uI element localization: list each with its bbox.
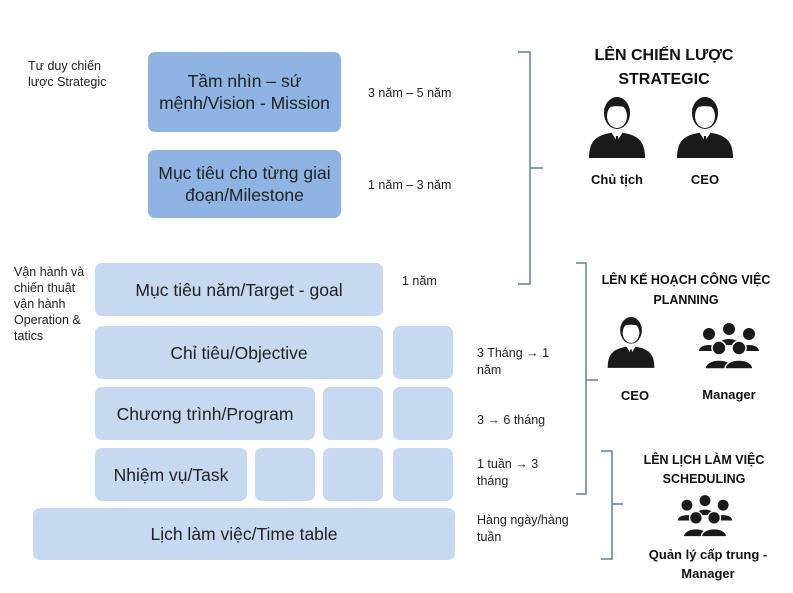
program-cell <box>393 387 453 440</box>
task-cell <box>255 448 315 501</box>
strategic-side-label: Tư duy chiến lược Strategic <box>28 59 107 89</box>
objective-duration: 3 Tháng → 1 năm <box>477 346 550 377</box>
strategic-title: LÊN CHIẾN LƯỢC STRATEGIC <box>594 47 734 88</box>
milestone-label: Mục tiêu cho từng giai đoạn/Milestone <box>158 163 331 205</box>
milestone-duration: 1 năm – 3 năm <box>368 178 452 192</box>
role-label: CEO <box>620 388 650 403</box>
task-box: Nhiệm vụ/Task <box>95 448 247 501</box>
planning-title: LÊN KẾ HOẠCH CÔNG VIỆC PLANNING <box>601 273 771 307</box>
task-cell <box>323 448 383 501</box>
planning-bracket <box>576 262 598 495</box>
role-label: CEO <box>690 172 720 187</box>
task-cell <box>393 448 453 501</box>
role-label: Manager <box>702 387 756 402</box>
task-duration: 1 tuần → 3 tháng <box>477 457 539 488</box>
timetable-label: Lịch làm việc/Time table <box>150 524 338 544</box>
target-label: Mục tiêu năm/Target - goal <box>135 279 343 300</box>
program-duration: 3 → 6 tháng <box>477 413 546 427</box>
role-label: Chủ tịch <box>591 172 643 187</box>
group-icon <box>677 495 733 538</box>
milestone-box: Mục tiêu cho từng giai đoạn/Milestone <box>148 150 341 218</box>
target-box: Mục tiêu năm/Target - goal <box>95 263 383 316</box>
operation-side-label: Vận hành và chiến thuật vận hành Operati… <box>14 265 85 343</box>
group-icon <box>699 323 759 370</box>
timetable-duration: Hàng ngày/hàng tuần <box>477 513 569 544</box>
timetable-box: Lịch làm việc/Time table <box>33 508 455 560</box>
vision-box: Tầm nhìn – sứ mệnh/Vision - Mission <box>148 52 341 132</box>
scheduling-title: LÊN LỊCH LÀM VIỆC SCHEDULING <box>643 453 765 486</box>
role-label: Quản lý cấp trung - Manager <box>648 547 768 581</box>
vision-label: Tầm nhìn – sứ mệnh/Vision - Mission <box>159 71 330 113</box>
person-icon <box>589 97 645 158</box>
objective-box: Chỉ tiêu/Objective <box>95 326 383 379</box>
person-icon <box>677 97 733 158</box>
program-label: Chương trình/Program <box>116 403 294 424</box>
person-icon <box>607 317 655 368</box>
objective-label: Chỉ tiêu/Objective <box>170 342 308 363</box>
strategic-bracket <box>518 51 543 285</box>
vision-duration: 3 năm – 5 năm <box>368 86 452 100</box>
program-box: Chương trình/Program <box>95 387 315 440</box>
task-label: Nhiệm vụ/Task <box>113 464 229 485</box>
program-cell <box>323 387 383 440</box>
objective-cell <box>393 326 453 379</box>
target-duration: 1 năm <box>402 274 437 288</box>
